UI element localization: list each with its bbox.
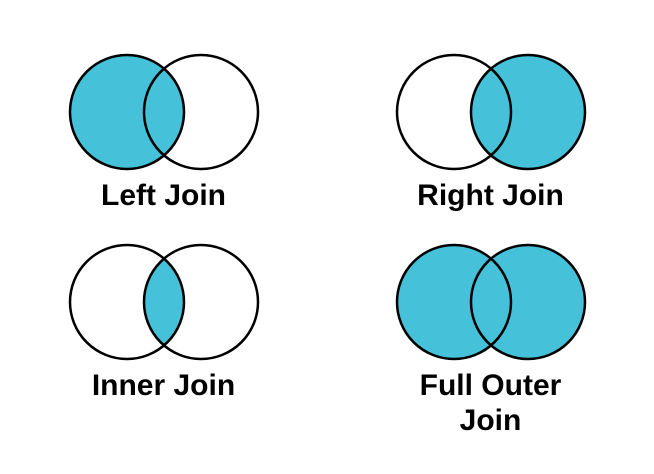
right-circle-fill (470, 245, 585, 359)
intersection-fill (143, 245, 184, 359)
venn-cell-inner-join: Inner Join (0, 237, 327, 474)
left-circle-outline (395, 243, 512, 361)
venn-cell-right-join: Right Join (327, 0, 654, 237)
right-circle-outline (142, 53, 259, 171)
right-circle-outline (469, 53, 586, 171)
right-circle-fill (470, 55, 585, 169)
venn-label-inner-join: Inner Join (91, 369, 236, 402)
venn-diagram-full-outer-join (391, 239, 591, 365)
left-circle-fill (69, 55, 184, 169)
left-circle-outline (68, 53, 185, 171)
venn-diagram-left-join (64, 49, 264, 175)
left-circle-outline (395, 53, 512, 171)
venn-label-full-outer-join: Full Outer Join (419, 369, 562, 437)
venn-cell-full-outer-join: Full Outer Join (327, 237, 654, 474)
venn-diagram-inner-join (64, 239, 264, 365)
right-circle-outline (142, 243, 259, 361)
venn-cell-left-join: Left Join (0, 0, 327, 237)
left-circle-outline (68, 243, 185, 361)
venn-label-left-join: Left Join (101, 179, 226, 212)
venn-diagram-right-join (391, 49, 591, 175)
venn-label-right-join: Right Join (417, 179, 564, 212)
right-circle-outline (469, 243, 586, 361)
